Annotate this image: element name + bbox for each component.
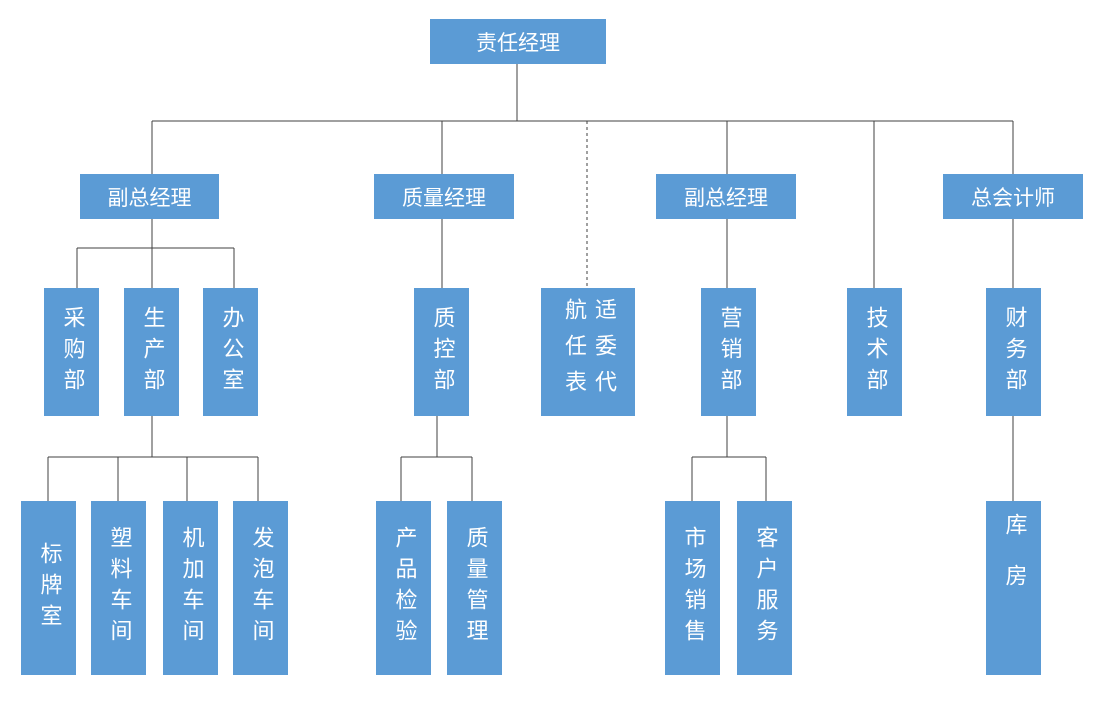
- node-production-dept: 生产部: [124, 288, 179, 416]
- node-label: 产品检验: [391, 526, 417, 650]
- node-label: 客户服务: [752, 526, 778, 650]
- node-label: 生产部: [139, 305, 165, 399]
- node-label: 财务部: [1001, 305, 1027, 399]
- node-label: 副总经理: [684, 185, 768, 210]
- node-office: 办公室: [203, 288, 258, 416]
- node-technology-dept: 技术部: [847, 288, 902, 416]
- node-label-col2: 航任表: [561, 298, 586, 406]
- node-label: 标牌室: [36, 541, 62, 635]
- node-label: 办公室: [218, 305, 244, 399]
- node-label: 质量管理: [462, 526, 488, 650]
- node-label: 采购部: [59, 305, 85, 399]
- node-label: 技术部: [862, 305, 888, 399]
- node-quality-management: 质量管理: [447, 501, 502, 675]
- node-market-sales: 市场销售: [665, 501, 720, 675]
- node-chief-accountant: 总会计师: [943, 174, 1083, 219]
- node-nameplate-room: 标牌室: [21, 501, 76, 675]
- node-quality-control-dept: 质控部: [414, 288, 469, 416]
- node-label: 副总经理: [107, 185, 192, 210]
- node-product-inspection: 产品检验: [376, 501, 431, 675]
- node-label: 发泡车间: [248, 526, 274, 650]
- node-airworthiness-rep: 适委代 航任表: [541, 288, 635, 416]
- node-foam-workshop: 发泡车间: [233, 501, 288, 675]
- node-label: 市场销售: [680, 526, 706, 650]
- node-label: 机加车间: [178, 526, 204, 650]
- node-label: 质控部: [429, 305, 455, 399]
- node-quality-manager: 质量经理: [374, 174, 514, 219]
- node-plastic-workshop: 塑料车间: [91, 501, 146, 675]
- node-responsible-manager: 责任经理: [430, 19, 606, 64]
- node-marketing-dept: 营销部: [701, 288, 756, 416]
- node-customer-service: 客户服务: [737, 501, 792, 675]
- node-finance-dept: 财务部: [986, 288, 1041, 416]
- node-machining-workshop: 机加车间: [163, 501, 218, 675]
- node-label: 营销部: [716, 305, 742, 399]
- node-label: 库房: [1001, 513, 1027, 615]
- node-label: 塑料车间: [106, 526, 132, 650]
- node-label: 质量经理: [402, 185, 486, 210]
- node-label-col1: 适委代: [591, 298, 616, 406]
- node-deputy-gm-left: 副总经理: [80, 174, 219, 219]
- node-warehouse: 库房: [986, 501, 1041, 675]
- node-label: 总会计师: [971, 185, 1055, 210]
- node-deputy-gm-right: 副总经理: [656, 174, 796, 219]
- node-purchasing-dept: 采购部: [44, 288, 99, 416]
- node-label: 责任经理: [476, 30, 560, 55]
